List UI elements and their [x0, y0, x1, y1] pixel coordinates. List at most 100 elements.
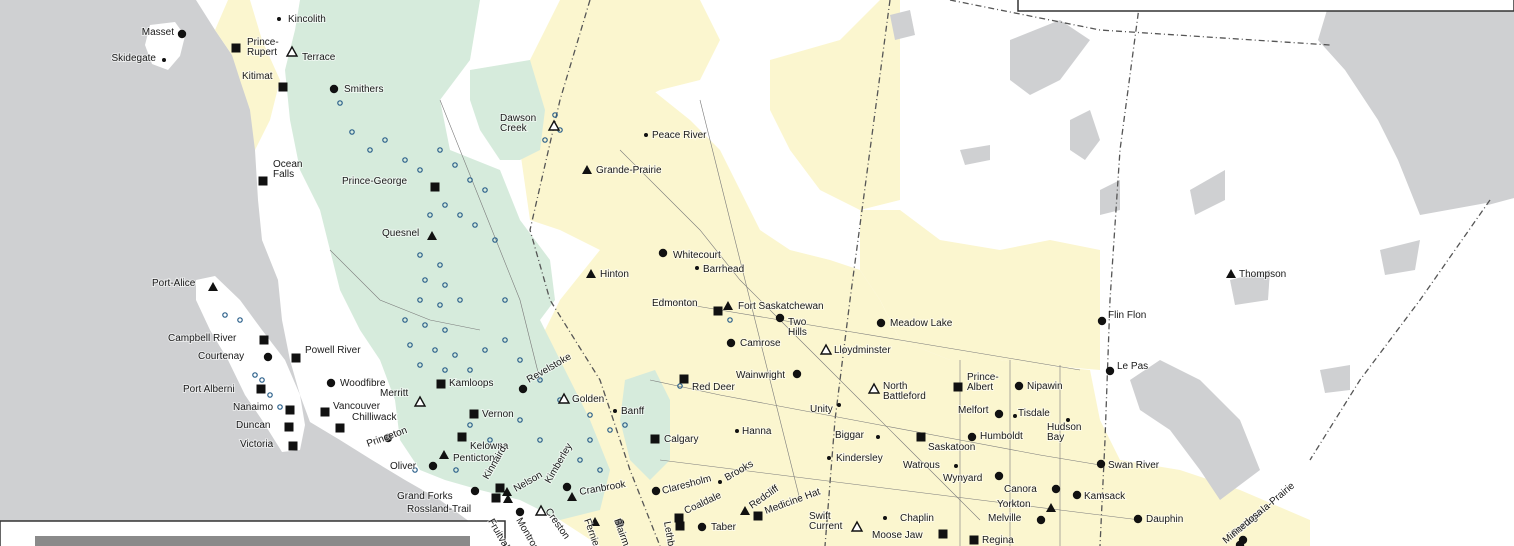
place-watrous: Watrous	[902, 459, 958, 472]
forest-circle	[437, 302, 443, 308]
place-unity: Unity	[809, 403, 841, 416]
lake-athabasca	[1010, 20, 1090, 95]
forest-circle	[412, 467, 418, 473]
place-merritt: Merritt	[379, 387, 427, 407]
place-prince-george: Prince-George	[341, 175, 440, 192]
place-whitecourt: Whitecourt	[658, 248, 722, 262]
place-label: Penticton	[453, 453, 495, 464]
place-quesnel: Quesnel	[381, 227, 437, 240]
place-vernon: Vernon	[469, 408, 515, 421]
place-humboldt: Humboldt	[967, 430, 1024, 443]
lake	[1070, 110, 1100, 160]
place-terrace: Terrace	[285, 45, 337, 64]
forest-circle	[482, 347, 488, 353]
circle-symbol	[1133, 514, 1143, 524]
place-moose-jaw: Moose Jaw	[871, 529, 948, 542]
place-wainwright: Wainwright	[735, 369, 802, 382]
place-label: Saskatoon	[928, 442, 975, 453]
place-melfort: Melfort	[957, 404, 1004, 419]
place-banff: Banff	[613, 405, 645, 418]
sask-manitoba-border	[1099, 0, 1141, 546]
circle-symbol	[428, 461, 438, 471]
forest-circle	[677, 383, 683, 389]
square-symbol	[278, 82, 288, 92]
place-grande-prairie: Grande-Prairie	[582, 164, 663, 177]
dot-symbol	[954, 464, 958, 468]
forest-circle	[457, 297, 463, 303]
square-symbol	[713, 306, 723, 316]
forest-circle	[417, 362, 423, 368]
square-symbol	[231, 43, 241, 53]
place-label: Barrhead	[703, 264, 744, 275]
square-symbol	[285, 405, 295, 415]
yellow-region-bc-coast	[215, 0, 280, 150]
place-barrhead: Barrhead	[695, 263, 745, 276]
forest-circle	[607, 427, 613, 433]
place-fort-saskatchewan: Fort Saskatchewan	[723, 300, 825, 313]
place-label: Camrose	[740, 338, 781, 349]
place-label: Woodfibre	[340, 378, 386, 389]
yellow-region-peace	[520, 0, 720, 140]
place-camrose: Camrose	[726, 337, 782, 350]
lake-winnipegosis	[1130, 360, 1260, 500]
place-kamloops: Kamloops	[436, 377, 494, 390]
place-label: Taber	[711, 522, 737, 533]
place-swan-river: Swan River	[1096, 459, 1161, 472]
forest-circle	[437, 262, 443, 268]
place-label: Kindersley	[836, 453, 883, 464]
place-label: Vancouver	[333, 401, 381, 412]
place-peace-river: Peace River	[644, 129, 708, 142]
place-grand-forks: Grand Forks	[396, 486, 480, 503]
circle-symbol	[876, 318, 886, 328]
forest-circle	[237, 317, 243, 323]
square-symbol	[335, 423, 345, 433]
place-label: Red Deer	[692, 382, 735, 393]
square-symbol	[320, 407, 330, 417]
place-label: Port Alberni	[183, 384, 235, 395]
forest-circle	[467, 177, 473, 183]
circle-symbol	[562, 482, 572, 492]
yellow-region-east	[770, 0, 900, 210]
forest-circle	[422, 322, 428, 328]
place-label: Campbell River	[168, 333, 237, 344]
place-prince-albert: Prince-Albert	[953, 371, 1000, 394]
triangle-open-symbol	[413, 395, 427, 407]
green-region-foothills	[620, 370, 670, 480]
place-woodfibre: Woodfibre	[326, 377, 387, 390]
circle-symbol	[1235, 540, 1245, 546]
dot-symbol	[876, 435, 880, 439]
forest-circle	[587, 412, 593, 418]
place-label: Chaplin	[900, 513, 934, 524]
place-le-pas: Le Pas	[1105, 360, 1149, 376]
triangle-symbol	[582, 165, 592, 174]
place-label: Masset	[142, 27, 174, 38]
lake	[1380, 240, 1420, 275]
triangle-symbol	[586, 269, 596, 278]
forest-circle	[337, 100, 343, 106]
forest-circle	[402, 157, 408, 163]
place-duncan: Duncan	[235, 419, 294, 432]
square-symbol	[430, 182, 440, 192]
place-label: Whitecourt	[673, 250, 721, 261]
forest-circle	[517, 357, 523, 363]
square-symbol	[953, 382, 963, 392]
place-label: Yorkton	[997, 499, 1031, 510]
place-label: Humboldt	[980, 431, 1023, 442]
square-symbol	[916, 432, 926, 442]
forest-circle	[472, 222, 478, 228]
place-label: Courtenay	[198, 351, 244, 362]
circle-symbol	[329, 84, 339, 94]
place-biggar: Biggar	[834, 429, 880, 442]
forest-circles	[222, 100, 733, 473]
triangle-open-symbol	[547, 119, 561, 131]
forest-circle	[442, 327, 448, 333]
place-powell-river: Powell River	[291, 344, 362, 363]
square-symbol	[675, 521, 685, 531]
place-label: Terrace	[302, 52, 336, 63]
